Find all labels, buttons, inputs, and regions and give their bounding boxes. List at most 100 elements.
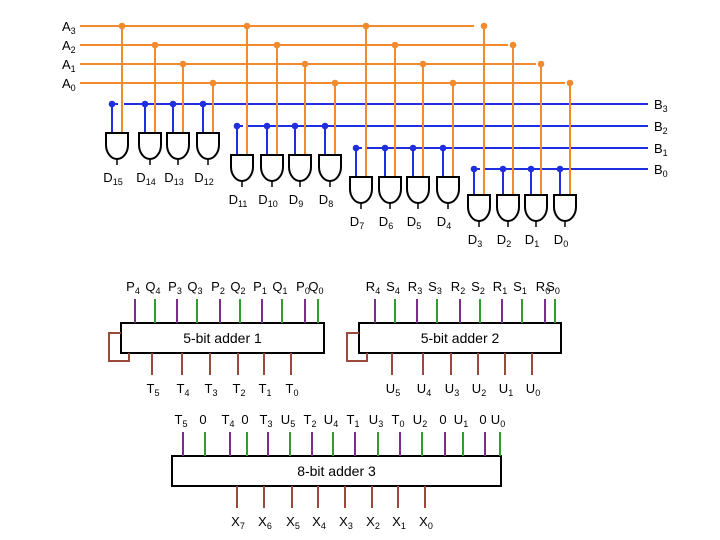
a-junction-dot (419, 60, 427, 68)
and-gate (496, 194, 520, 222)
adder1-output-label: T0 (286, 381, 299, 398)
a-junction-dot (362, 22, 370, 30)
and-gate (288, 154, 312, 182)
adder3-box (171, 455, 502, 487)
adder1-output-label: T3 (205, 381, 218, 398)
adder3-input-label: 0 (199, 412, 206, 427)
and-gate (230, 154, 254, 182)
and-gate (436, 176, 460, 204)
adder3-input-label: U4 (324, 412, 338, 429)
adder1-input-label: Q0 (308, 279, 323, 296)
adder2-input-label: R4 (366, 279, 380, 296)
adder-layer (108, 299, 562, 508)
b-input-label: B0 (654, 162, 668, 179)
d-output-label: D5 (407, 214, 421, 231)
and-gate (166, 132, 190, 160)
d-output-label: D11 (229, 192, 248, 209)
adder1-input-label: P4 (126, 279, 140, 296)
adder3-title: 8-bit adder 3 (297, 463, 376, 479)
adder3-input-label: U3 (369, 412, 383, 429)
a-junction-dot (151, 41, 159, 49)
a-junction-dot (480, 22, 488, 30)
adder3-input-label: U0 (491, 412, 505, 429)
d-output-label: D12 (194, 170, 213, 187)
adder1-input-label: P3 (168, 279, 182, 296)
adder3-output-label: X7 (231, 514, 245, 531)
adder2-input-label: R1 (493, 279, 507, 296)
a-junction-dot (391, 41, 399, 49)
adder1-input-label: P1 (253, 279, 267, 296)
adder2-input-label: S0 (546, 279, 560, 296)
a-junction-dot (537, 60, 545, 68)
and-gate (349, 176, 373, 204)
a-junction-dot (449, 79, 457, 87)
d-output-label: D15 (103, 170, 122, 187)
adder3-output-label: X4 (312, 514, 326, 531)
adder3-input-label: 0 (241, 412, 248, 427)
adder3-input-label: T0 (392, 412, 405, 429)
d-output-label: D9 (289, 192, 303, 209)
adder2-output-label: U1 (499, 381, 513, 398)
d-output-label: D6 (379, 214, 393, 231)
adder1-box (120, 322, 325, 354)
adder3-output-label: X1 (392, 514, 406, 531)
adder2-input-label: S1 (513, 279, 527, 296)
b-junction-dot (556, 165, 564, 173)
and-gate-layer (105, 132, 577, 227)
a-junction-dot (243, 22, 251, 30)
adder1-input-label: Q4 (145, 279, 160, 296)
adder2-input-label: S4 (386, 279, 400, 296)
b-input-label: B2 (654, 119, 668, 136)
adder2-input-label: R2 (451, 279, 465, 296)
adder3-input-label: 0 (439, 412, 446, 427)
adder2-input-label: S3 (428, 279, 442, 296)
adder1-output-label: T2 (233, 381, 246, 398)
b-input-label: B3 (654, 97, 668, 114)
d-output-label: D14 (136, 170, 155, 187)
adder3-input-label: T5 (175, 412, 188, 429)
adder3-input-label: T2 (304, 412, 317, 429)
b-junction-dot (381, 144, 389, 152)
a-junction-dot (273, 41, 281, 49)
a-junction-dot (301, 60, 309, 68)
d-output-label: D13 (164, 170, 183, 187)
adder2-input-label: R0 (536, 279, 550, 296)
a-junction-dot (509, 41, 517, 49)
adder2-input-label: S2 (471, 279, 485, 296)
a-input-label: A0 (62, 76, 76, 93)
adder2-output-label: U5 (386, 381, 400, 398)
adder1-input-label: P0 (296, 279, 310, 296)
adder1-output-label: T4 (177, 381, 190, 398)
b-junction-dot (409, 144, 417, 152)
adder3-output-label: X2 (366, 514, 380, 531)
adder2-title: 5-bit adder 2 (421, 330, 500, 346)
adder2-box (358, 322, 562, 354)
b-input-label: B1 (654, 141, 668, 158)
adder1-input-label: Q3 (187, 279, 202, 296)
adder1-input-label: Q1 (272, 279, 287, 296)
b-junction-dot (169, 100, 177, 108)
a-junction-dot (331, 79, 339, 87)
adder2-input-label: R3 (408, 279, 422, 296)
and-gate (378, 176, 402, 204)
and-gate (260, 154, 284, 182)
and-gate (553, 194, 577, 222)
d-output-label: D3 (468, 232, 482, 249)
adder3-input-label: U5 (281, 412, 295, 429)
adder1-input-label: Q2 (230, 279, 245, 296)
adder3-input-label: T3 (260, 412, 273, 429)
adder1-input-label: P2 (211, 279, 225, 296)
d-output-label: D2 (497, 232, 511, 249)
d-output-label: D4 (437, 214, 451, 231)
and-gate (318, 154, 342, 182)
adder1-output-label: T1 (259, 381, 272, 398)
b-junction-dot (199, 100, 207, 108)
adder2-output-label: U3 (445, 381, 459, 398)
a-junction-dot (566, 79, 574, 87)
d-output-label: D1 (525, 232, 539, 249)
adder3-input-label: U2 (413, 412, 427, 429)
and-gate (138, 132, 162, 160)
a-input-label: A2 (62, 38, 76, 55)
